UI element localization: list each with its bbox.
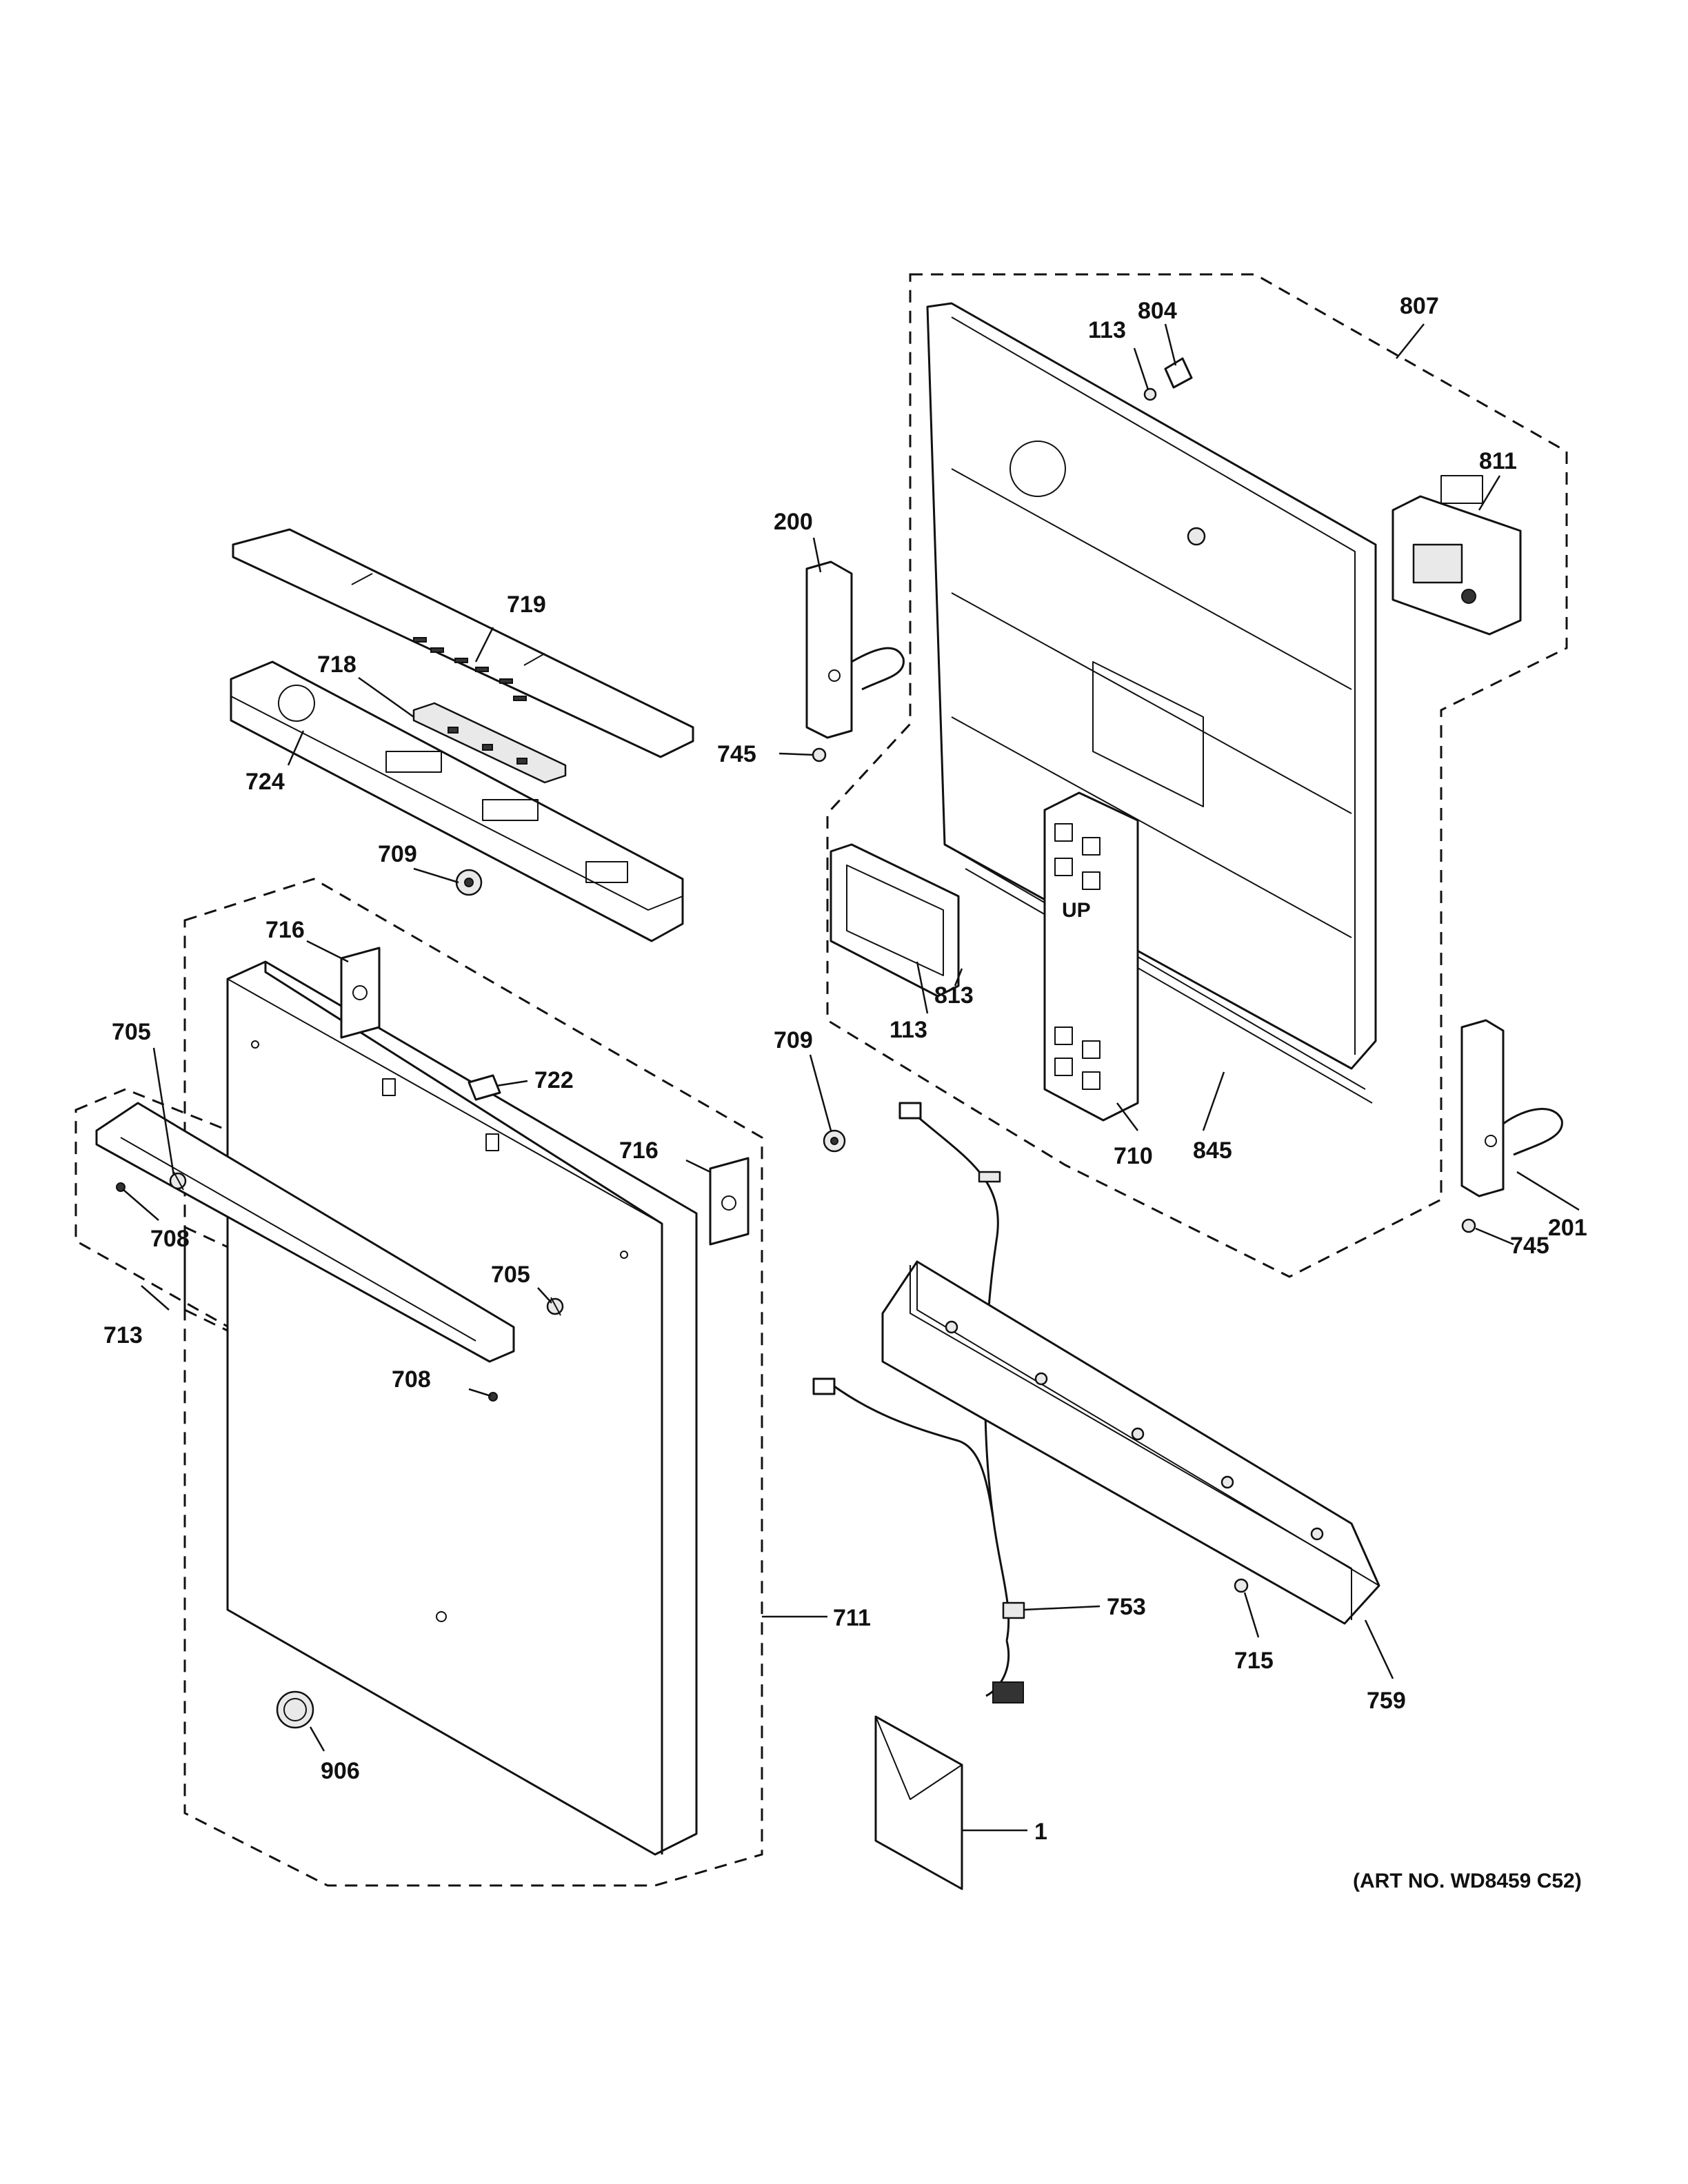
label-708-upper: 708 xyxy=(150,1226,190,1252)
label-709-lower: 709 xyxy=(774,1027,813,1053)
label-724: 724 xyxy=(245,769,285,795)
label-113-lower: 113 xyxy=(890,1017,927,1043)
hinge-plate-716-left xyxy=(340,947,381,1039)
label-705-lower: 705 xyxy=(491,1262,530,1288)
screw-745-left xyxy=(812,747,827,762)
leader-lines xyxy=(122,323,1580,1832)
console-frame-724 xyxy=(230,660,684,942)
screw-745-right xyxy=(1461,1218,1476,1233)
assembly-outline-807 xyxy=(826,273,1568,1278)
label-709-upper: 709 xyxy=(378,841,417,867)
inner-door-liner-845 xyxy=(926,302,1377,1104)
label-745-left: 745 xyxy=(717,741,756,767)
clip-804 xyxy=(1164,357,1193,389)
label-710: 710 xyxy=(1114,1143,1153,1169)
label-719: 719 xyxy=(507,592,546,618)
literature-packet-1 xyxy=(874,1715,963,1890)
label-705-upper: 705 xyxy=(112,1019,151,1045)
label-708-lower: 708 xyxy=(392,1366,431,1393)
label-845: 845 xyxy=(1193,1138,1232,1164)
control-board-718 xyxy=(412,702,567,784)
label-201: 201 xyxy=(1548,1215,1587,1241)
label-715: 715 xyxy=(1234,1648,1274,1674)
label-804: 804 xyxy=(1138,298,1177,324)
label-1: 1 xyxy=(1034,1819,1047,1845)
hinge-200-left xyxy=(805,560,905,739)
vent-bracket-710: UP xyxy=(1043,791,1139,1122)
control-panel-719 xyxy=(232,528,694,758)
label-753: 753 xyxy=(1107,1594,1146,1620)
label-807: 807 xyxy=(1400,293,1439,319)
label-716-right: 716 xyxy=(619,1138,659,1164)
screw-715 xyxy=(1234,1578,1249,1593)
ge-logo-emblem-906 xyxy=(276,1690,314,1729)
toe-kick-759 xyxy=(881,1260,1380,1625)
up-marking: UP xyxy=(1062,899,1091,922)
wire-harness-753 xyxy=(812,1102,1025,1703)
label-759: 759 xyxy=(1367,1688,1406,1714)
hinge-201-right xyxy=(1460,1019,1563,1197)
label-906: 906 xyxy=(321,1758,360,1784)
label-813: 813 xyxy=(934,982,974,1009)
label-745-right: 745 xyxy=(1510,1233,1549,1259)
fastener-708-lower xyxy=(488,1392,498,1402)
label-200: 200 xyxy=(774,509,813,535)
door-handle-713 xyxy=(95,1102,515,1363)
grommet-709-lower xyxy=(823,1129,846,1153)
screw-113-upper xyxy=(1143,387,1157,401)
art-number: (ART NO. WD8459 C52) xyxy=(1353,1870,1582,1892)
clip-722 xyxy=(468,1074,501,1101)
detergent-dispenser-811 xyxy=(1391,475,1522,636)
label-718: 718 xyxy=(317,651,356,678)
label-722: 722 xyxy=(534,1067,574,1093)
label-811: 811 xyxy=(1479,448,1517,474)
part-labels: 719 718 724 709 716 716 722 705 708 705 … xyxy=(103,293,1587,1892)
label-711: 711 xyxy=(833,1605,871,1631)
gasket-cover-813 xyxy=(830,843,960,998)
label-113-upper: 113 xyxy=(1088,317,1126,343)
label-716-left: 716 xyxy=(265,917,305,943)
grommet-709-upper xyxy=(455,869,483,896)
label-713: 713 xyxy=(103,1322,143,1348)
hinge-plate-716-right xyxy=(709,1157,750,1246)
outer-door-panel-711 xyxy=(226,960,698,1856)
screw-705-upper xyxy=(169,1171,187,1191)
